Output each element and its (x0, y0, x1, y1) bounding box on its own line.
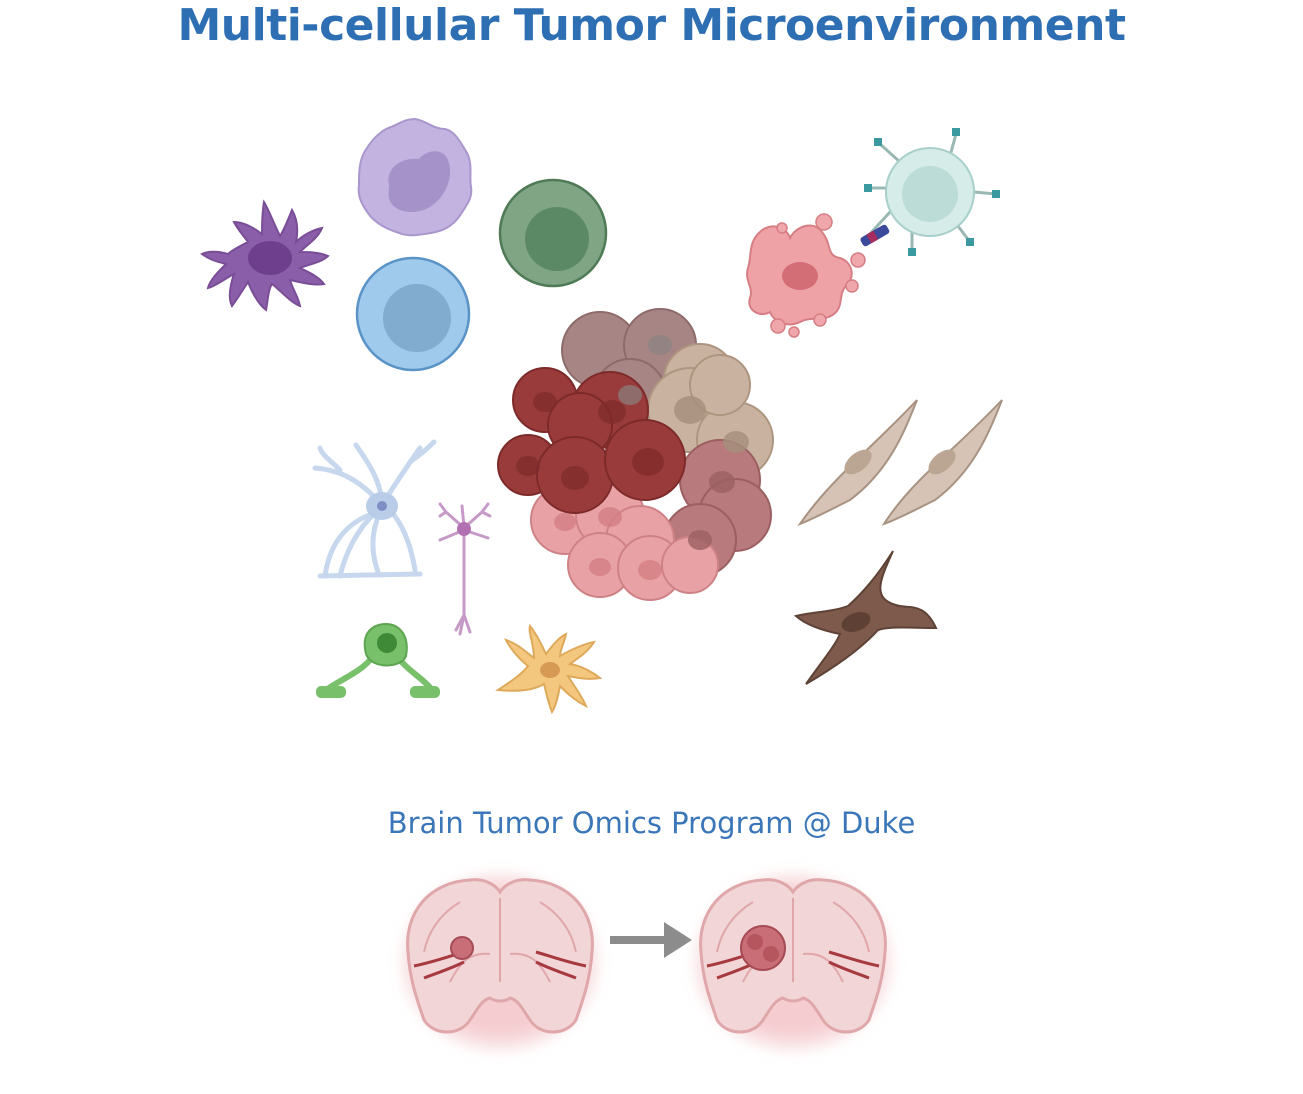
tumor-cluster-icon (497, 308, 774, 601)
neuron-body-icon (457, 522, 471, 536)
t-cell-icon (498, 178, 608, 288)
brain-small-tumor-icon (400, 872, 600, 1052)
myofibroblast-icon (793, 550, 938, 685)
microglia-icon (495, 623, 603, 715)
program-subtitle: Brain Tumor Omics Program @ Duke (387, 806, 916, 840)
b-cell-icon (355, 256, 471, 372)
brain-large-tumor-icon (693, 872, 893, 1052)
fibroblast-icon (797, 399, 1003, 527)
oligodendrocyte-icon (316, 622, 440, 698)
page-title: Multi-cellular Tumor Microenvironment (177, 0, 1126, 51)
cytotoxic-t-cell-icon (860, 128, 1000, 256)
right-arrow-icon (610, 922, 692, 958)
dying-tumor-cell-icon (746, 213, 866, 338)
neutrophil-icon (357, 117, 473, 237)
dendritic-cell-icon (200, 199, 330, 312)
astrocyte-body-icon (366, 492, 398, 520)
